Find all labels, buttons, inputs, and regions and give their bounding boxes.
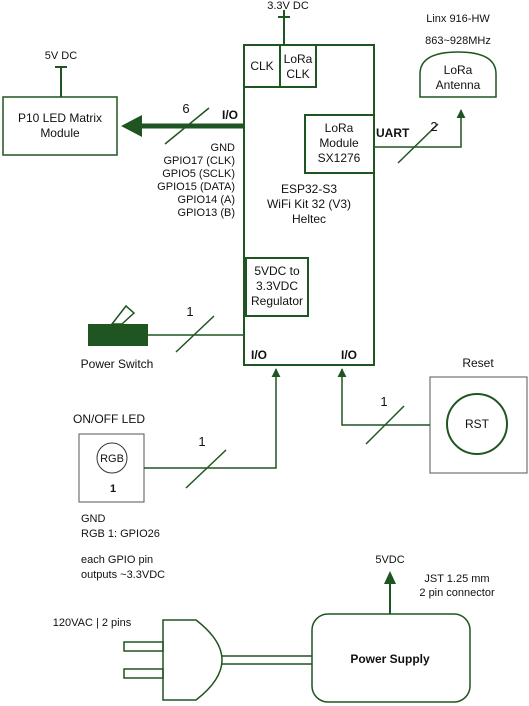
antenna-bus-count: 2 — [430, 119, 437, 134]
lora-module-line2: Module — [319, 136, 359, 150]
esp32-board: 3.3V DC CLK LoRa CLK I/O LoRa Module SX1… — [222, 0, 410, 366]
lora-antenna: Linx 916-HW 863~928MHz LoRa Antenna 2 — [374, 13, 497, 164]
reset-bus-count: 1 — [380, 394, 387, 409]
plug-prong-bottom — [123, 668, 164, 679]
power-switch-body — [88, 324, 148, 346]
antenna-freq: 863~928MHz — [425, 35, 491, 47]
led-matrix-pin: GPIO13 (B) — [178, 207, 235, 219]
antenna-line1: LoRa — [444, 63, 473, 77]
power-supply-output-arrowhead — [384, 571, 396, 584]
antenna-part: Linx 916-HW — [426, 13, 490, 25]
plug-prong-top — [123, 641, 164, 652]
led-circle-label: RGB — [100, 453, 124, 465]
led-matrix-power-label: 5V DC — [45, 50, 77, 62]
uart-wire — [374, 109, 466, 148]
onoff-led: ON/OFF LED RGB 1 1 GND RGB 1: GPIO26 eac… — [73, 368, 281, 581]
lora-clk-label-1: LoRa — [284, 52, 313, 66]
led-note-voltage: outputs ~3.3VDC — [81, 569, 165, 581]
led-bus-count: 1 — [198, 434, 205, 449]
power-label-3v3: 3.3V DC — [267, 0, 309, 12]
led-note-rgb: RGB 1: GPIO26 — [81, 528, 160, 540]
reset-circle — [446, 393, 508, 455]
led-matrix-bus-count: 6 — [182, 101, 189, 116]
led-matrix-pin-list: GND GPIO17 (CLK) GPIO5 (SCLK) GPIO15 (DA… — [157, 142, 235, 219]
led-number: 1 — [110, 483, 116, 495]
led-matrix-line1: P10 LED Matrix — [18, 111, 102, 125]
reset-wire — [337, 368, 430, 426]
reset-label: Reset — [462, 356, 494, 370]
led-matrix-pin: GPIO17 (CLK) — [163, 155, 235, 167]
led-note-gpio: each GPIO pin — [81, 554, 153, 566]
led-matrix-bus-arrowhead — [121, 115, 142, 137]
led-circle — [96, 442, 128, 474]
led-matrix-pin: GPIO14 (A) — [178, 194, 235, 206]
plug-body — [162, 619, 223, 701]
power-supply-connector-2: 2 pin connector — [419, 587, 495, 599]
io-top-label: I/O — [222, 108, 238, 122]
led-wire — [144, 368, 281, 469]
clk-label: CLK — [250, 59, 273, 73]
ac-plug: 120VAC | 2 pins — [53, 617, 312, 701]
reset-button-label: RST — [465, 417, 490, 431]
regulator-line3: Regulator — [251, 294, 303, 308]
power-switch-label: Power Switch — [81, 357, 154, 371]
esp32-name-line3: Heltec — [292, 212, 326, 226]
regulator-box — [245, 257, 309, 317]
antenna-dome — [419, 51, 497, 98]
power-switch-toggle — [110, 304, 136, 325]
lora-clk-label-2: CLK — [286, 67, 309, 81]
led-matrix-pin: GPIO15 (DATA) — [157, 181, 235, 193]
esp32-name-line2: WiFi Kit 32 (V3) — [267, 197, 351, 211]
power-supply-connector-1: JST 1.25 mm — [424, 573, 489, 585]
led-matrix: 5V DC P10 LED Matrix Module 6 GND GPIO17… — [2, 50, 244, 219]
antenna-line2: Antenna — [436, 78, 481, 92]
led-title: ON/OFF LED — [73, 412, 145, 426]
lora-module-line3: SX1276 — [318, 151, 361, 165]
led-note-gnd: GND — [81, 513, 106, 525]
led-matrix-line2: Module — [40, 126, 80, 140]
lora-clk-box — [279, 44, 317, 88]
power-supply-output: 5VDC — [375, 554, 404, 566]
power-supply-box — [311, 613, 471, 703]
led-matrix-pin: GND — [211, 142, 236, 154]
power-switch-bus-count: 1 — [186, 304, 193, 319]
power-supply-label: Power Supply — [350, 652, 430, 666]
power-switch: 1 Power Switch — [81, 304, 244, 371]
regulator-line2: 3.3VDC — [256, 279, 298, 293]
reset-button: Reset RST 1 — [337, 356, 528, 474]
lora-module-box — [304, 114, 375, 174]
regulator-line1: 5VDC to — [254, 264, 300, 278]
io-bottom-right-label: I/O — [341, 348, 357, 362]
plug-label: 120VAC | 2 pins — [53, 617, 132, 629]
led-matrix-pin: GPIO5 (SCLK) — [162, 168, 235, 180]
led-matrix-box — [2, 96, 118, 156]
esp32-name-line1: ESP32-S3 — [281, 182, 337, 196]
lora-module-line1: LoRa — [325, 121, 354, 135]
power-supply: 5VDC JST 1.25 mm 2 pin connector Power S… — [311, 554, 495, 703]
io-bottom-left-label: I/O — [251, 348, 267, 362]
uart-label: UART — [376, 126, 410, 140]
